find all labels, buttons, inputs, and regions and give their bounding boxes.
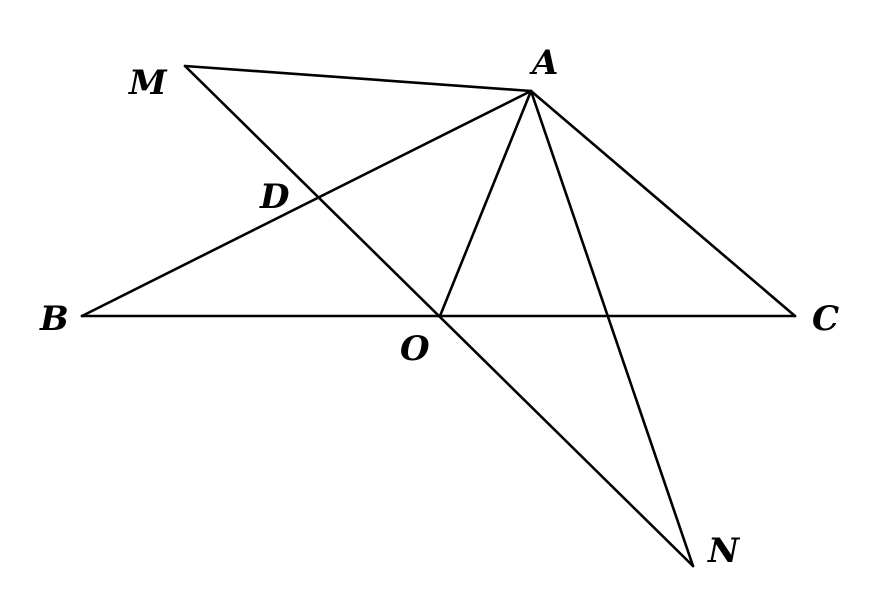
segment-ac (529, 89, 797, 318)
label-o: O (400, 329, 430, 369)
segment-ao (438, 89, 533, 318)
label-a: A (529, 43, 558, 83)
segment-ba (80, 89, 533, 318)
segments-layer (80, 64, 797, 568)
label-m: M (128, 63, 168, 103)
label-b: B (39, 299, 69, 339)
label-n: N (707, 531, 741, 571)
segment-am (183, 64, 533, 93)
labels-layer: A B C D M N O (39, 43, 839, 571)
label-d: D (259, 177, 290, 217)
segment-an (529, 89, 695, 568)
label-c: C (812, 299, 839, 339)
